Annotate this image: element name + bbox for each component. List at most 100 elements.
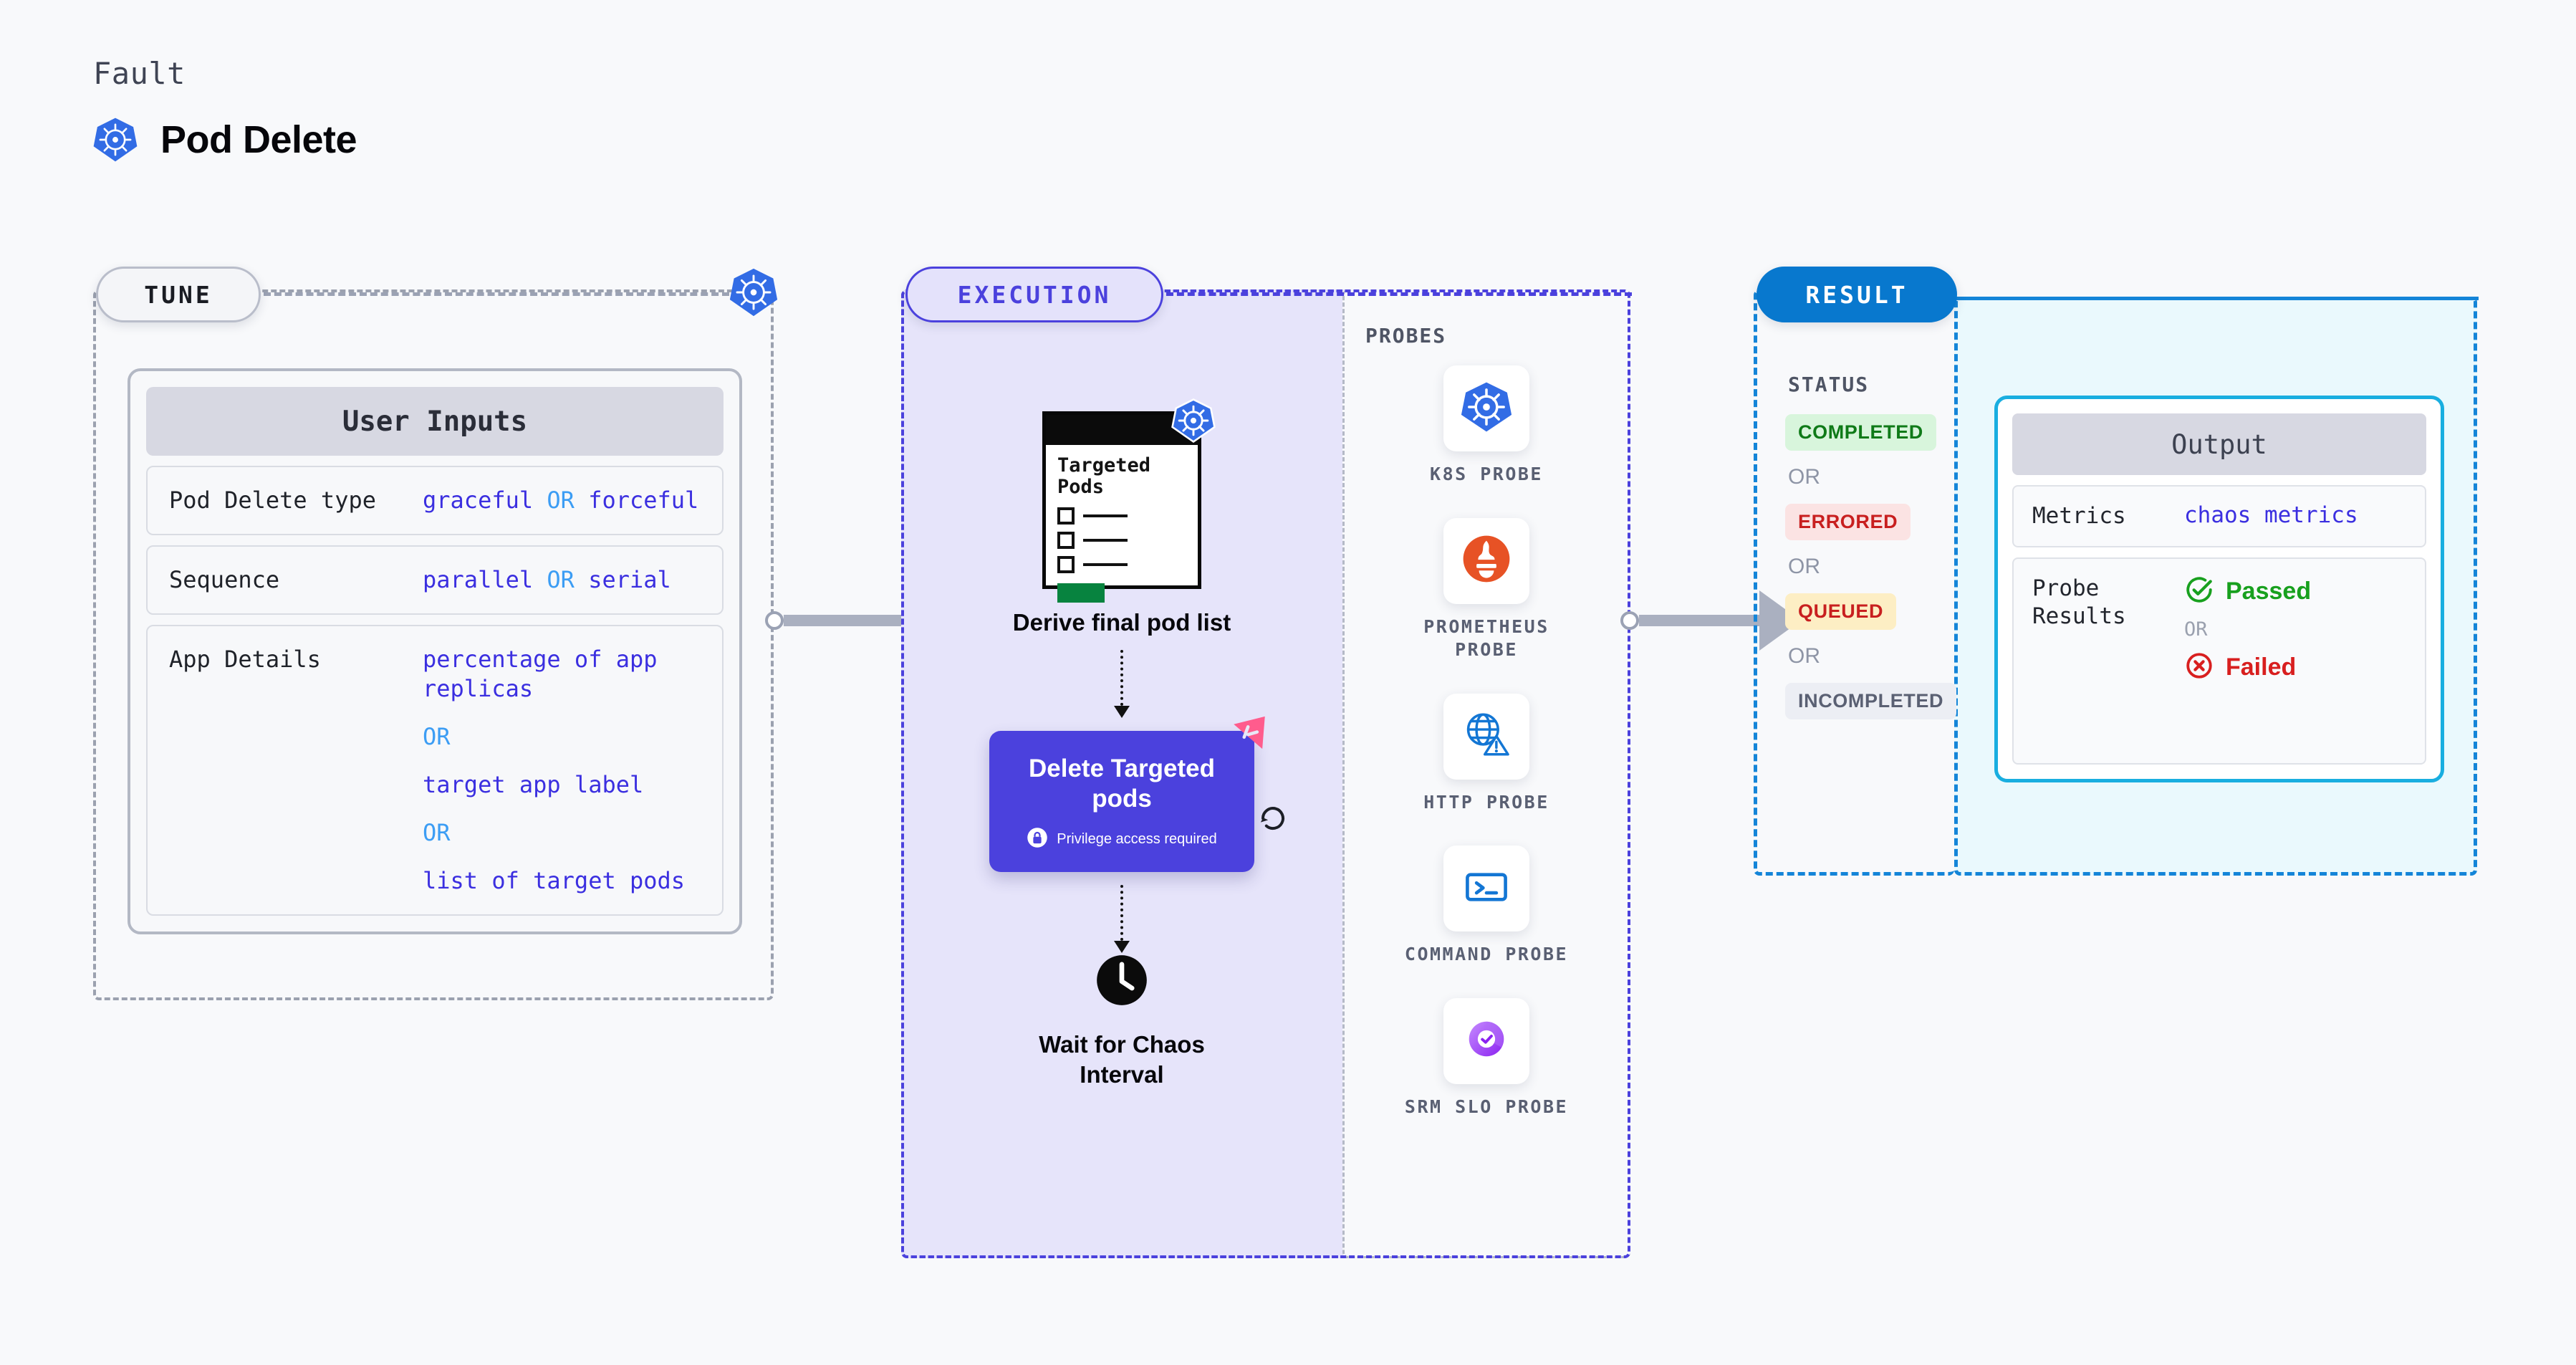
probe-item-command[interactable]: COMMAND PROBE	[1393, 846, 1580, 967]
or-separator: OR	[547, 487, 575, 514]
connector-line	[1639, 615, 1761, 626]
card-titlebar	[1046, 415, 1198, 445]
execution-boundary-dashed-link	[1166, 292, 1632, 296]
arrow-down-icon	[1114, 706, 1130, 719]
or-separator: OR	[1788, 644, 1820, 668]
status-badge-completed: COMPLETED	[1785, 414, 1936, 451]
refresh-loop-icon[interactable]	[1256, 801, 1290, 839]
input-row-sequence[interactable]: Sequence parallel OR serial	[146, 545, 724, 616]
wait-chaos-interval-node[interactable]	[1095, 953, 1149, 1011]
targeted-pods-node[interactable]: Targeted Pods	[1042, 398, 1216, 603]
or-separator: OR	[1788, 465, 1820, 489]
placeholder-line	[1083, 539, 1128, 542]
or-separator: OR	[423, 819, 451, 847]
probe-label: SRM SLO PROBE	[1404, 1096, 1569, 1117]
kubernetes-icon	[1171, 398, 1216, 447]
value-option-list-target-pods: list of target pods	[423, 867, 686, 895]
privilege-note: Privilege access required	[1027, 827, 1217, 852]
tune-section-pill[interactable]: TUNE	[96, 267, 261, 322]
status-section-label: STATUS	[1788, 373, 1870, 396]
wait-chaos-interval-caption: Wait for Chaos Interval	[1039, 1031, 1205, 1088]
probe-item-k8s[interactable]: K8S PROBE	[1393, 365, 1580, 487]
value-option-parallel: parallel	[423, 566, 534, 594]
input-label: Sequence	[169, 566, 280, 594]
output-value: chaos metrics	[2184, 502, 2358, 528]
lock-icon	[1027, 827, 1048, 852]
checkbox-icon	[1057, 507, 1075, 525]
terminal-prompt-icon	[1460, 861, 1513, 917]
probe-item-prometheus[interactable]: PROMETHEUS PROBE	[1393, 517, 1580, 662]
probe-tile	[1443, 693, 1529, 780]
list-item	[1057, 556, 1186, 574]
probe-tile	[1443, 517, 1529, 604]
flow-arrow-down	[1114, 650, 1130, 719]
harness-logo-icon	[1229, 715, 1270, 760]
input-value: parallel OR serial	[423, 565, 701, 595]
value-option-percentage-replicas: percentage of app replicas	[423, 646, 658, 703]
output-row-metrics[interactable]: Metrics chaos metrics	[2012, 485, 2426, 547]
output-card: Output Metrics chaos metrics Probe Resul…	[1994, 396, 2444, 782]
output-row-probe-results[interactable]: Probe Results Passed OR	[2012, 557, 2426, 765]
value-option-target-app-label: target app label	[423, 771, 644, 799]
prometheus-icon	[1460, 532, 1513, 589]
tune-kubernetes-icon	[728, 267, 779, 322]
or-separator: OR	[2184, 618, 2208, 641]
or-separator: OR	[1788, 555, 1820, 578]
output-label: Metrics	[2032, 503, 2126, 529]
probe-item-srm-slo[interactable]: SRM SLO PROBE	[1393, 997, 1580, 1119]
flow-arrow-down	[1114, 885, 1130, 954]
or-separator: OR	[547, 566, 575, 594]
input-row-pod-delete-type[interactable]: Pod Delete type graceful OR forceful	[146, 466, 724, 536]
http-globe-warning-icon	[1460, 708, 1513, 765]
pods-checklist	[1057, 507, 1186, 574]
or-separator: OR	[423, 723, 451, 751]
list-item	[1057, 507, 1186, 525]
result-boundary-dashed-link	[1956, 297, 2479, 300]
user-inputs-heading: User Inputs	[146, 387, 724, 456]
arrow-down-icon	[1114, 941, 1130, 954]
status-badge-incompleted: INCOMPLETED	[1785, 683, 1957, 719]
probe-tile	[1443, 997, 1529, 1084]
connector-line	[784, 615, 905, 626]
list-item	[1057, 532, 1186, 550]
kubernetes-icon	[92, 116, 139, 163]
kubernetes-icon	[1458, 379, 1514, 439]
value-option-serial: serial	[588, 566, 671, 594]
output-value: Passed OR Failed	[2184, 575, 2311, 684]
input-label: App Details	[169, 646, 321, 674]
fault-eyebrow-label: Fault	[93, 56, 186, 91]
execution-section-pill[interactable]: EXECUTION	[905, 267, 1163, 322]
result-section-pill[interactable]: RESULT	[1756, 267, 1957, 322]
dotted-line	[1120, 650, 1123, 707]
probe-label: HTTP PROBE	[1423, 791, 1549, 813]
confirm-bar	[1057, 583, 1105, 603]
probe-item-http[interactable]: HTTP PROBE	[1393, 693, 1580, 815]
srm-slo-donut-check-icon	[1460, 1012, 1513, 1069]
connector-start-dot	[765, 611, 784, 630]
derive-pod-list-caption: Derive final pod list	[1012, 609, 1231, 636]
tune-section-boundary	[93, 289, 774, 1000]
execution-node-column: Targeted Pods	[901, 330, 1342, 1089]
page-title: Pod Delete	[160, 118, 357, 161]
probe-tile	[1443, 846, 1529, 931]
probe-result-failed: Failed	[2184, 651, 2311, 684]
delete-targeted-pods-node[interactable]: Delete Targeted pods Privilege access re…	[989, 717, 1265, 873]
targeted-pods-title: Targeted Pods	[1057, 454, 1151, 498]
probe-label: PROMETHEUS PROBE	[1423, 616, 1549, 661]
connector-start-dot	[1620, 611, 1639, 630]
card-body: Targeted Pods	[1046, 445, 1198, 603]
probes-list: K8S PROBE PROMETHEUS PROBE	[1342, 365, 1630, 1119]
input-label: Pod Delete type	[169, 487, 376, 514]
input-row-app-details[interactable]: App Details percentage of app replicas O…	[146, 625, 724, 916]
value-option-forceful: forceful	[588, 487, 699, 514]
checkbox-icon	[1057, 556, 1075, 574]
output-label: Probe Results	[2032, 575, 2126, 629]
probe-result-passed: Passed	[2184, 575, 2311, 608]
failed-label: Failed	[2226, 653, 2297, 681]
placeholder-line	[1083, 563, 1128, 567]
probe-label: COMMAND PROBE	[1404, 944, 1569, 964]
status-badge-queued: QUEUED	[1785, 593, 1897, 630]
probe-label: K8S PROBE	[1430, 464, 1543, 484]
status-badge-list: COMPLETED OR ERRORED OR QUEUED OR INCOMP…	[1785, 414, 1964, 719]
probes-section-label: PROBES	[1365, 324, 1447, 348]
